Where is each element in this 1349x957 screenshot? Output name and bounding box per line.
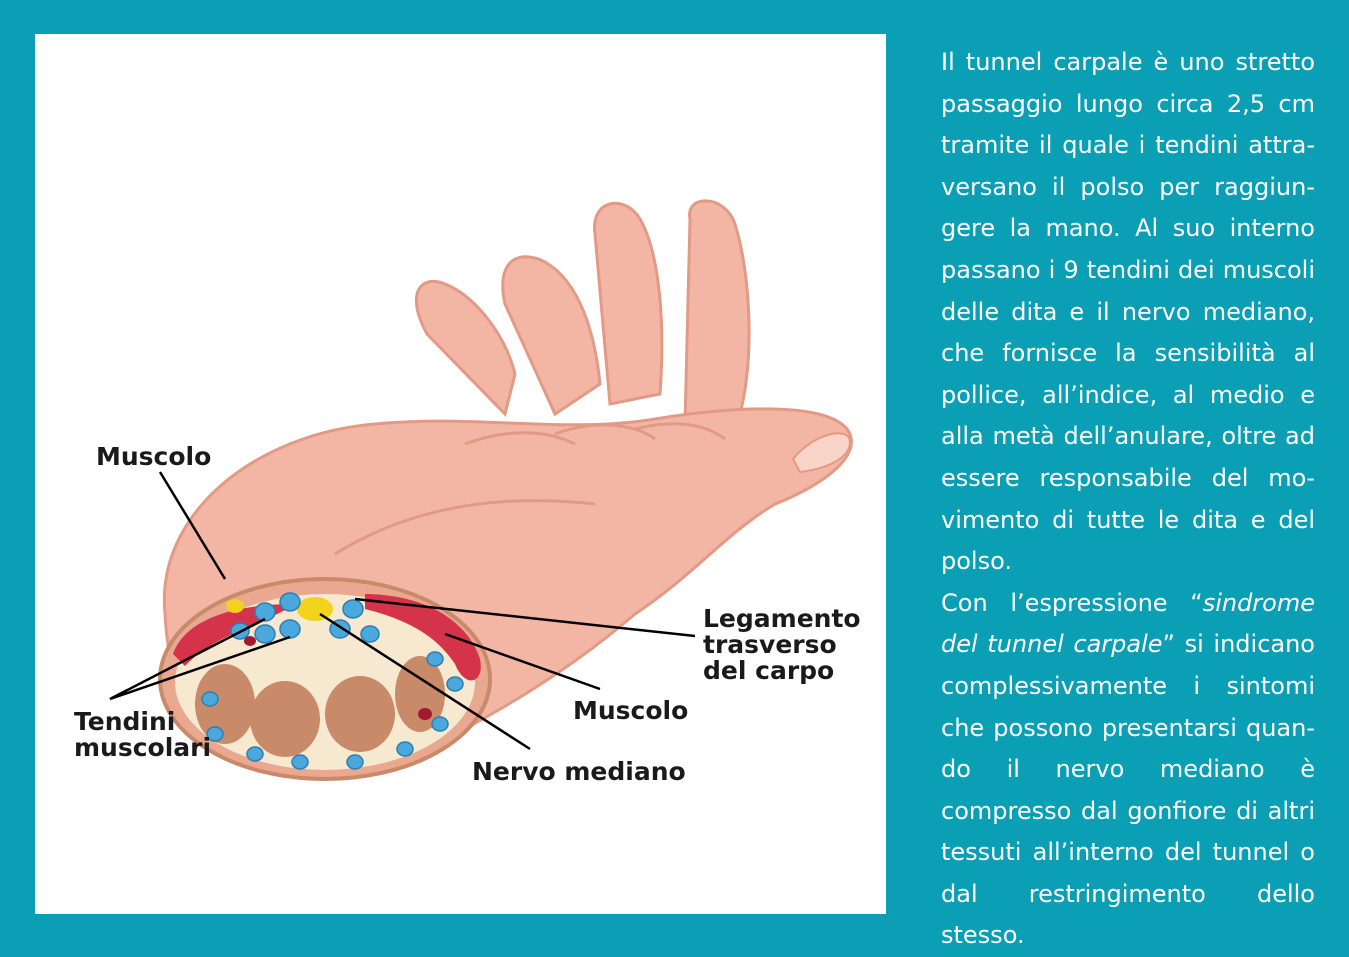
fingers <box>416 201 749 424</box>
label-legamento: Legamento trasverso del carpo <box>703 606 861 684</box>
hand-illustration <box>35 34 886 914</box>
paragraph-2-start: Con l’espressione “ <box>941 589 1203 617</box>
label-legamento-line2: trasverso <box>703 632 861 658</box>
label-legamento-line3: del carpo <box>703 658 861 684</box>
paragraph-2: Con l’espressione “sindrome del tunnel c… <box>941 583 1315 957</box>
label-muscolo-top: Muscolo <box>96 444 211 470</box>
label-tendini-line1: Tendini <box>74 709 211 735</box>
paragraph-2-end: ” si indicano complessivamente i sintomi… <box>941 630 1315 949</box>
label-tendini: Tendini muscolari <box>74 709 211 761</box>
label-nervo-mediano: Nervo mediano <box>472 759 686 785</box>
label-legamento-line1: Legamento <box>703 606 861 632</box>
label-muscolo-right: Muscolo <box>573 698 688 724</box>
description-text: Il tunnel carpale è uno stretto passaggi… <box>941 42 1315 957</box>
label-tendini-line2: muscolari <box>74 735 211 761</box>
illustration-panel: Muscolo Legamento trasverso del carpo Mu… <box>35 34 886 914</box>
paragraph-1: Il tunnel carpale è uno stretto passaggi… <box>941 42 1315 583</box>
